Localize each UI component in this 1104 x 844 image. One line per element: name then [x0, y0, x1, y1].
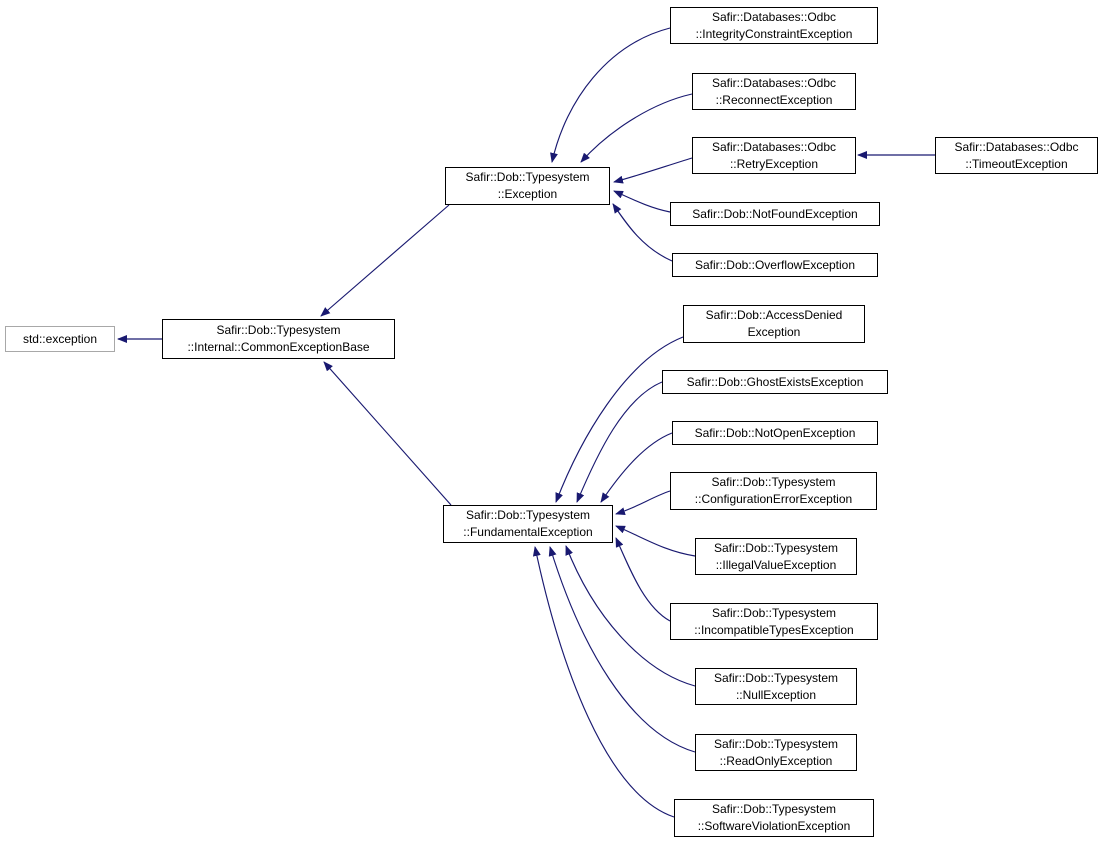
class-node-overflow-exception[interactable]: Safir::Dob::OverflowException: [672, 253, 878, 277]
edge-illegalvalueexception-to-fundamentalexception: [615, 525, 696, 557]
class-node-label: Safir::Dob::NotFoundException: [692, 206, 858, 221]
edge-accessdeniedexception-to-fundamentalexception: [555, 336, 684, 503]
class-node-label: Safir::Dob::Typesystem ::NullException: [713, 670, 839, 702]
class-node-integrity-constraint-exception[interactable]: Safir::Databases::Odbc ::IntegrityConstr…: [670, 7, 878, 44]
edge-readonlyexception-to-fundamentalexception: [548, 546, 696, 753]
class-node-timeout-exception[interactable]: Safir::Databases::Odbc ::TimeoutExceptio…: [935, 137, 1098, 174]
edge-retryexception-to-exception: [613, 157, 693, 184]
class-node-read-only-exception[interactable]: Safir::Dob::Typesystem ::ReadOnlyExcepti…: [695, 734, 857, 771]
class-node-illegal-value-exception[interactable]: Safir::Dob::Typesystem ::IllegalValueExc…: [695, 538, 857, 575]
class-node-label: Safir::Dob::Typesystem ::Internal::Commo…: [187, 323, 370, 354]
class-node-label: Safir::Dob::AccessDenied Exception: [705, 308, 843, 339]
class-node-std-exception: std::exception: [5, 326, 115, 352]
class-node-label: Safir::Dob::Typesystem ::ReadOnlyExcepti…: [713, 736, 839, 768]
class-node-exception[interactable]: Safir::Dob::Typesystem ::Exception: [445, 167, 610, 205]
class-node-label: Safir::Dob::Typesystem ::SoftwareViolati…: [697, 802, 851, 833]
class-node-ghost-exists-exception[interactable]: Safir::Dob::GhostExistsException: [662, 370, 888, 394]
class-node-label: Safir::Dob::OverflowException: [694, 257, 856, 272]
class-node-label: Safir::Dob::Typesystem ::ConfigurationEr…: [694, 475, 853, 506]
edge-fundamentalexception-to-commonexceptionbase: [323, 361, 452, 506]
class-node-access-denied-exception[interactable]: Safir::Dob::AccessDenied Exception: [683, 305, 865, 343]
edge-notopenexception-to-fundamentalexception: [600, 432, 673, 503]
class-node-label: Safir::Dob::NotOpenException: [694, 425, 856, 440]
edge-reconnectexception-to-exception: [580, 93, 693, 163]
class-node-null-exception[interactable]: Safir::Dob::Typesystem ::NullException: [695, 668, 857, 705]
class-node-label: Safir::Dob::Typesystem ::IncompatibleTyp…: [694, 605, 854, 637]
edge-incompatibletypesexception-to-fundamentalexception: [615, 537, 671, 622]
class-node-label: Safir::Dob::Typesystem ::IllegalValueExc…: [713, 540, 839, 572]
edge-overflowexception-to-exception: [612, 203, 673, 262]
class-node-label: Safir::Databases::Odbc ::IntegrityConstr…: [695, 9, 853, 41]
class-node-label: Safir::Databases::Odbc ::RetryException: [711, 139, 837, 171]
class-node-software-violation-exception[interactable]: Safir::Dob::Typesystem ::SoftwareViolati…: [674, 799, 874, 837]
class-node-label: Safir::Dob::GhostExistsException: [686, 374, 864, 389]
class-node-not-open-exception[interactable]: Safir::Dob::NotOpenException: [672, 421, 878, 445]
class-node-label: Safir::Dob::Typesystem ::FundamentalExce…: [463, 508, 593, 539]
class-node-reconnect-exception[interactable]: Safir::Databases::Odbc ::ReconnectExcept…: [692, 73, 856, 110]
class-node-incompatible-types-exception[interactable]: Safir::Dob::Typesystem ::IncompatibleTyp…: [670, 603, 878, 640]
class-node-retry-exception[interactable]: Safir::Databases::Odbc ::RetryException: [692, 137, 856, 174]
edge-ghostexistsexception-to-fundamentalexception: [576, 381, 663, 503]
class-node-label: Safir::Databases::Odbc ::ReconnectExcept…: [711, 75, 837, 107]
class-node-label: Safir::Databases::Odbc ::TimeoutExceptio…: [954, 139, 1079, 171]
class-node-label: std::exception: [22, 331, 98, 346]
class-node-not-found-exception[interactable]: Safir::Dob::NotFoundException: [670, 202, 880, 226]
edge-exception-to-commonexceptionbase: [320, 204, 450, 317]
class-node-common-exception-base[interactable]: Safir::Dob::Typesystem ::Internal::Commo…: [162, 319, 395, 359]
edge-softwareviolationexception-to-fundamentalexception: [532, 546, 675, 818]
edge-configurationerrorexception-to-fundamentalexception: [615, 490, 671, 516]
class-node-label: Safir::Dob::Typesystem ::Exception: [465, 170, 590, 201]
edge-integrityconstraintexception-to-exception: [550, 27, 671, 163]
class-node-fundamental-exception[interactable]: Safir::Dob::Typesystem ::FundamentalExce…: [443, 505, 613, 543]
edge-notfoundexception-to-exception: [613, 190, 671, 213]
class-node-configuration-error-exception[interactable]: Safir::Dob::Typesystem ::ConfigurationEr…: [670, 472, 877, 510]
